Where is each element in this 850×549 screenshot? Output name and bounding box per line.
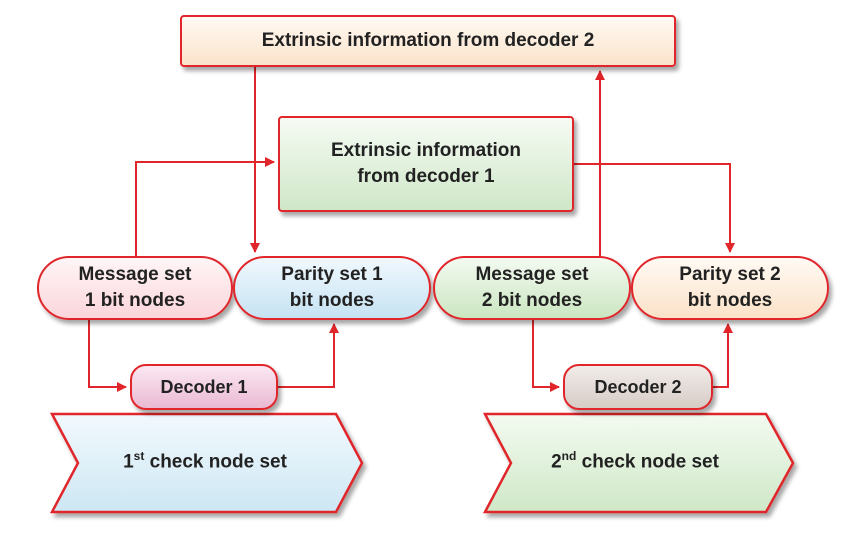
- message-set-1-line2: 1 bit nodes: [84, 290, 186, 311]
- decoder-2-label: Decoder 2: [594, 377, 682, 397]
- arrow-message1-to-decoder1: [88, 320, 127, 392]
- decoder-2-node: Decoder 2: [563, 364, 713, 410]
- parity-set-1-line2: bit nodes: [289, 290, 375, 311]
- message-set-2-line2: 2 bit nodes: [481, 290, 583, 311]
- parity-set-2-line2: bit nodes: [687, 290, 773, 311]
- arrow-decoder2-to-parity2: [713, 323, 733, 388]
- check-node-set-1-ordinal: 1: [123, 451, 134, 473]
- message-set-2-node: Message set 2 bit nodes: [433, 256, 631, 320]
- decoder-1-node: Decoder 1: [130, 364, 278, 410]
- check-node-set-2-label: 2nd check node set: [500, 449, 770, 473]
- check-node-set-1-suffix: st: [133, 449, 145, 463]
- parity-set-2-line1: Parity set 2: [679, 264, 781, 285]
- check-node-set-1-text: check node set: [144, 451, 287, 473]
- check-node-set-1-label: 1st check node set: [70, 449, 340, 473]
- parity-set-1-node: Parity set 1 bit nodes: [233, 256, 431, 320]
- extrinsic-decoder1-line2: from decoder 1: [357, 166, 495, 187]
- check-node-set-2-text: check node set: [576, 451, 719, 473]
- arrow-decoder1-to-parity1: [278, 323, 339, 388]
- arrow-extr1-to-parity2: [574, 163, 735, 253]
- message-set-1-node: Message set 1 bit nodes: [37, 256, 233, 320]
- extrinsic-decoder2-label: Extrinsic information from decoder 2: [261, 30, 595, 51]
- decoder-1-label: Decoder 1: [160, 377, 248, 397]
- parity-set-2-node: Parity set 2 bit nodes: [631, 256, 829, 320]
- check-node-set-1-chevron: [49, 412, 364, 514]
- parity-set-1-line1: Parity set 1: [281, 264, 383, 285]
- check-node-set-2-chevron: [482, 412, 795, 514]
- extrinsic-decoder1-line1: Extrinsic information: [330, 140, 522, 161]
- message-set-2-line1: Message set: [475, 264, 589, 285]
- arrow-message2-to-decoder2: [532, 320, 560, 392]
- check-node-set-2-suffix: nd: [561, 449, 577, 463]
- message-set-1-line1: Message set: [78, 264, 192, 285]
- arrow-message1-to-extr1: [135, 157, 275, 256]
- extrinsic-decoder2-box: Extrinsic information from decoder 2: [180, 15, 676, 67]
- extrinsic-decoder1-box: Extrinsic information from decoder 1: [278, 116, 574, 212]
- check-node-set-2-ordinal: 2: [551, 451, 562, 473]
